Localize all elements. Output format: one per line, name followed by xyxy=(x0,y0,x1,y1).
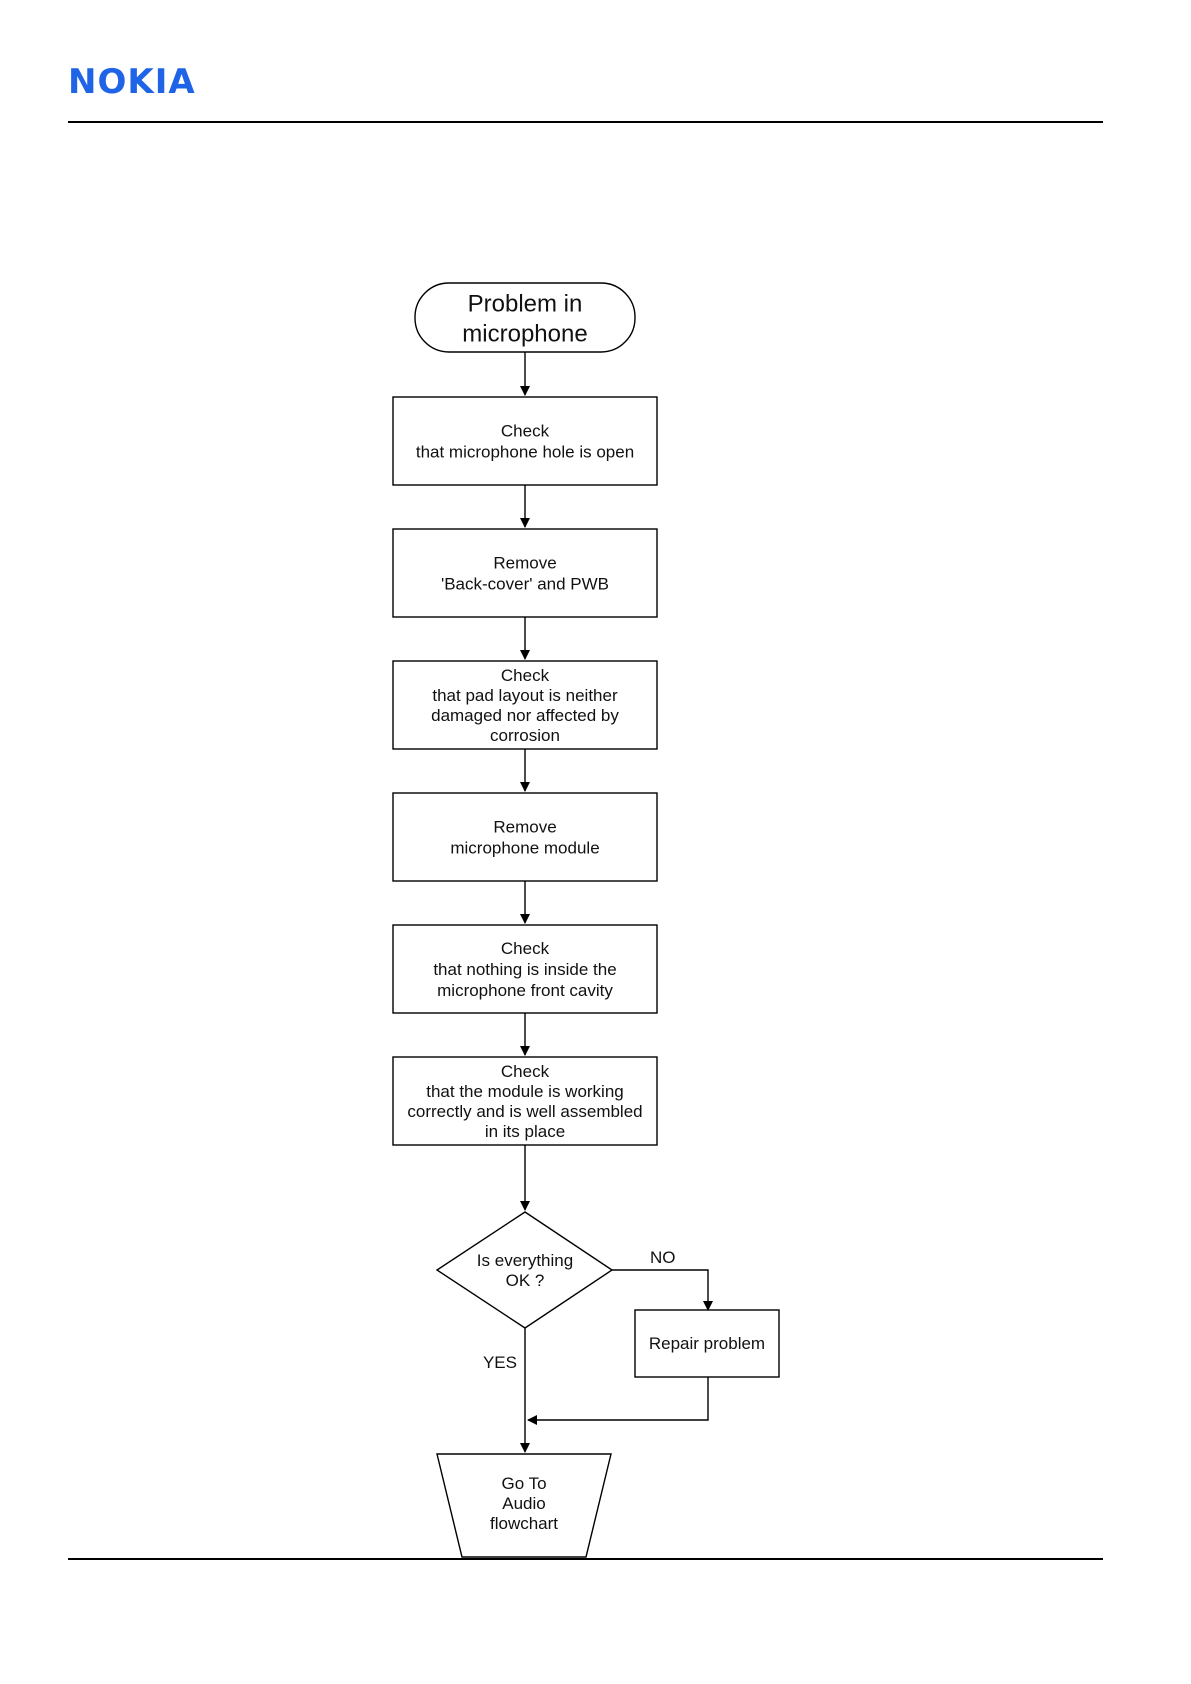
node-label-line: Is everything xyxy=(477,1251,573,1270)
edge-label-no: NO xyxy=(650,1248,676,1267)
node-label-line: that pad layout is neither xyxy=(432,686,618,705)
flow-node-check-cavity: Check that nothing is inside the microphon… xyxy=(392,924,658,1014)
node-label-line: Remove xyxy=(493,553,556,572)
flow-node-repair: Repair problem xyxy=(634,1309,780,1378)
node-label-line: Check xyxy=(501,666,550,685)
flow-node-remove-mic: Remove microphone module xyxy=(392,792,658,882)
node-label-line: correctly and is well assembled xyxy=(407,1102,642,1121)
node-label-line: Repair problem xyxy=(649,1334,765,1353)
node-label-line: that microphone hole is open xyxy=(416,442,634,461)
node-label-line: Remove xyxy=(493,817,556,836)
node-label-line: OK ? xyxy=(506,1271,545,1290)
node-label-line: Go To xyxy=(501,1474,546,1493)
node-label-line: Check xyxy=(501,1062,550,1081)
node-label-check-cavity: Check that nothing is inside the microphon… xyxy=(433,939,616,1000)
node-label-line: Problem in xyxy=(468,290,583,317)
nokia-logo: NOKIA xyxy=(68,62,196,102)
node-label-remove-mic: Remove microphone module xyxy=(450,817,599,857)
node-label-line: microphone module xyxy=(450,838,599,857)
node-label-line: microphone xyxy=(462,320,587,347)
footer-rule xyxy=(68,1558,1103,1560)
node-label-line: Check xyxy=(501,939,550,958)
edge-repair-to-merge xyxy=(527,1377,709,1425)
header-rule xyxy=(68,121,1103,123)
node-label-line: Audio xyxy=(502,1494,545,1513)
flow-node-start: Problem in microphone xyxy=(414,282,636,353)
node-label-line: flowchart xyxy=(490,1514,558,1533)
node-label-line: damaged nor affected by xyxy=(431,706,619,725)
node-label-line: corrosion xyxy=(490,726,560,745)
node-label-line: microphone front cavity xyxy=(437,981,613,1000)
node-label-line: in its place xyxy=(485,1122,565,1141)
node-label-line: Check xyxy=(501,421,550,440)
node-label-line: 'Back-cover' and PWB xyxy=(441,574,609,593)
node-label-repair: Repair problem xyxy=(649,1334,765,1353)
node-label-line: that the module is working xyxy=(426,1082,624,1101)
node-label-start: Problem in microphone xyxy=(462,290,587,347)
edge-decision-no-to-repair xyxy=(612,1269,713,1311)
node-label-check-hole: Check that microphone hole is open xyxy=(416,421,634,461)
edge-label-yes: YES xyxy=(483,1353,517,1372)
node-label-remove-cover: Remove 'Back-cover' and PWB xyxy=(441,553,609,593)
flow-edges xyxy=(520,352,713,1453)
node-label-line: that nothing is inside the xyxy=(433,960,616,979)
flow-node-check-hole: Check that microphone hole is open xyxy=(392,396,658,486)
flow-node-remove-cover: Remove 'Back-cover' and PWB xyxy=(392,528,658,618)
